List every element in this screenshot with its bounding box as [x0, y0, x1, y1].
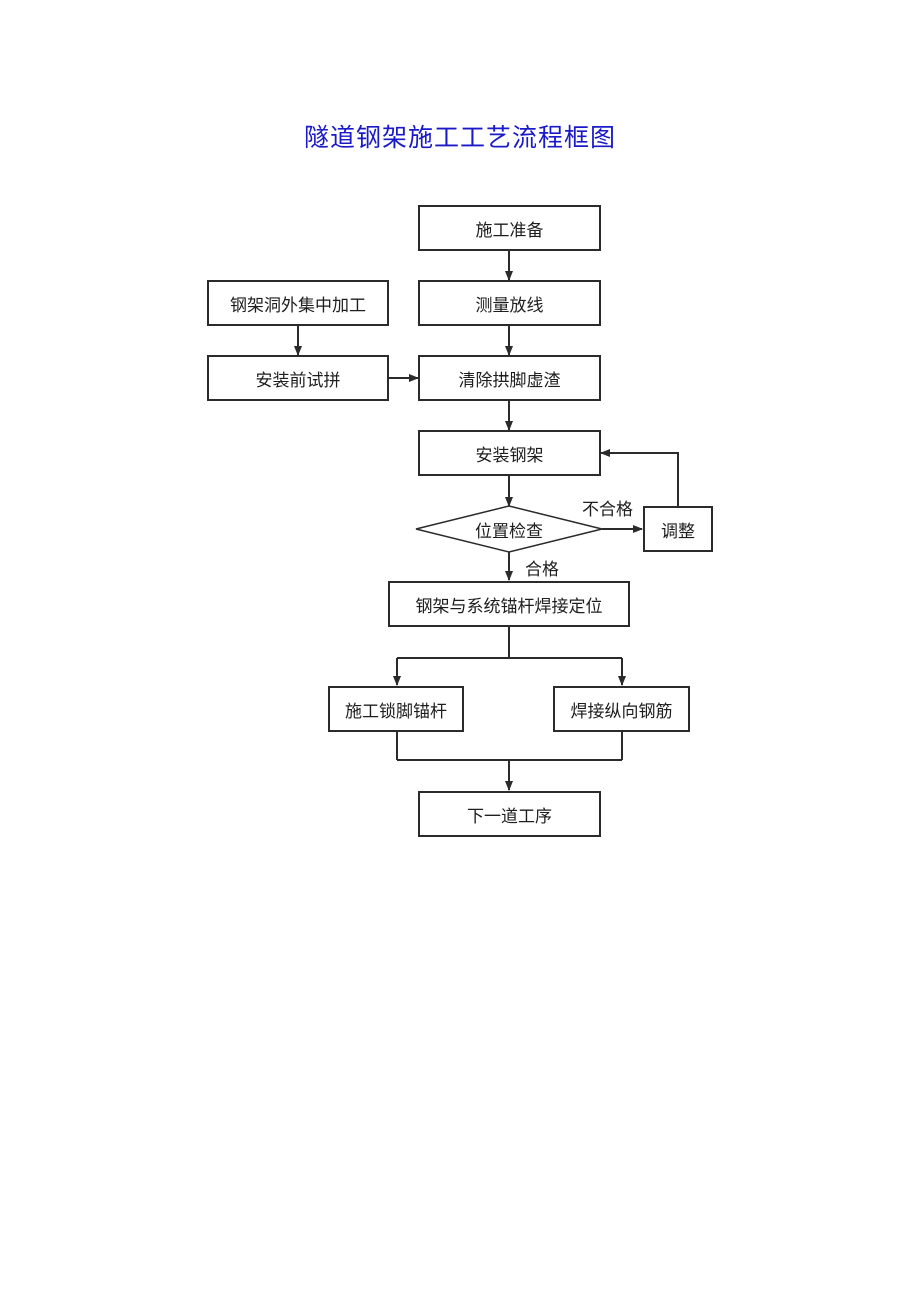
node-weld-anchor: 钢架与系统锚杆焊接定位 — [388, 581, 630, 627]
node-adjust: 调整 — [643, 506, 713, 552]
node-install: 安装钢架 — [418, 430, 601, 476]
edge-label-pass: 合格 — [525, 560, 559, 580]
edge-label-fail: 不合格 — [582, 500, 633, 520]
node-check-label: 位置检查 — [475, 521, 543, 542]
check-diamond — [415, 505, 603, 553]
page-title: 隧道钢架施工工艺流程框图 — [303, 123, 616, 152]
node-lock-anchor: 施工锁脚锚杆 — [328, 686, 464, 732]
node-survey: 测量放线 — [418, 280, 601, 326]
node-weld-rebar: 焊接纵向钢筋 — [553, 686, 690, 732]
node-next: 下一道工序 — [418, 791, 601, 837]
node-clear: 清除拱脚虚渣 — [418, 355, 601, 401]
edge-adjust-install — [600, 449, 679, 506]
node-offsite: 钢架洞外集中加工 — [207, 280, 389, 326]
node-trial: 安装前试拼 — [207, 355, 389, 401]
node-prep: 施工准备 — [418, 205, 601, 251]
